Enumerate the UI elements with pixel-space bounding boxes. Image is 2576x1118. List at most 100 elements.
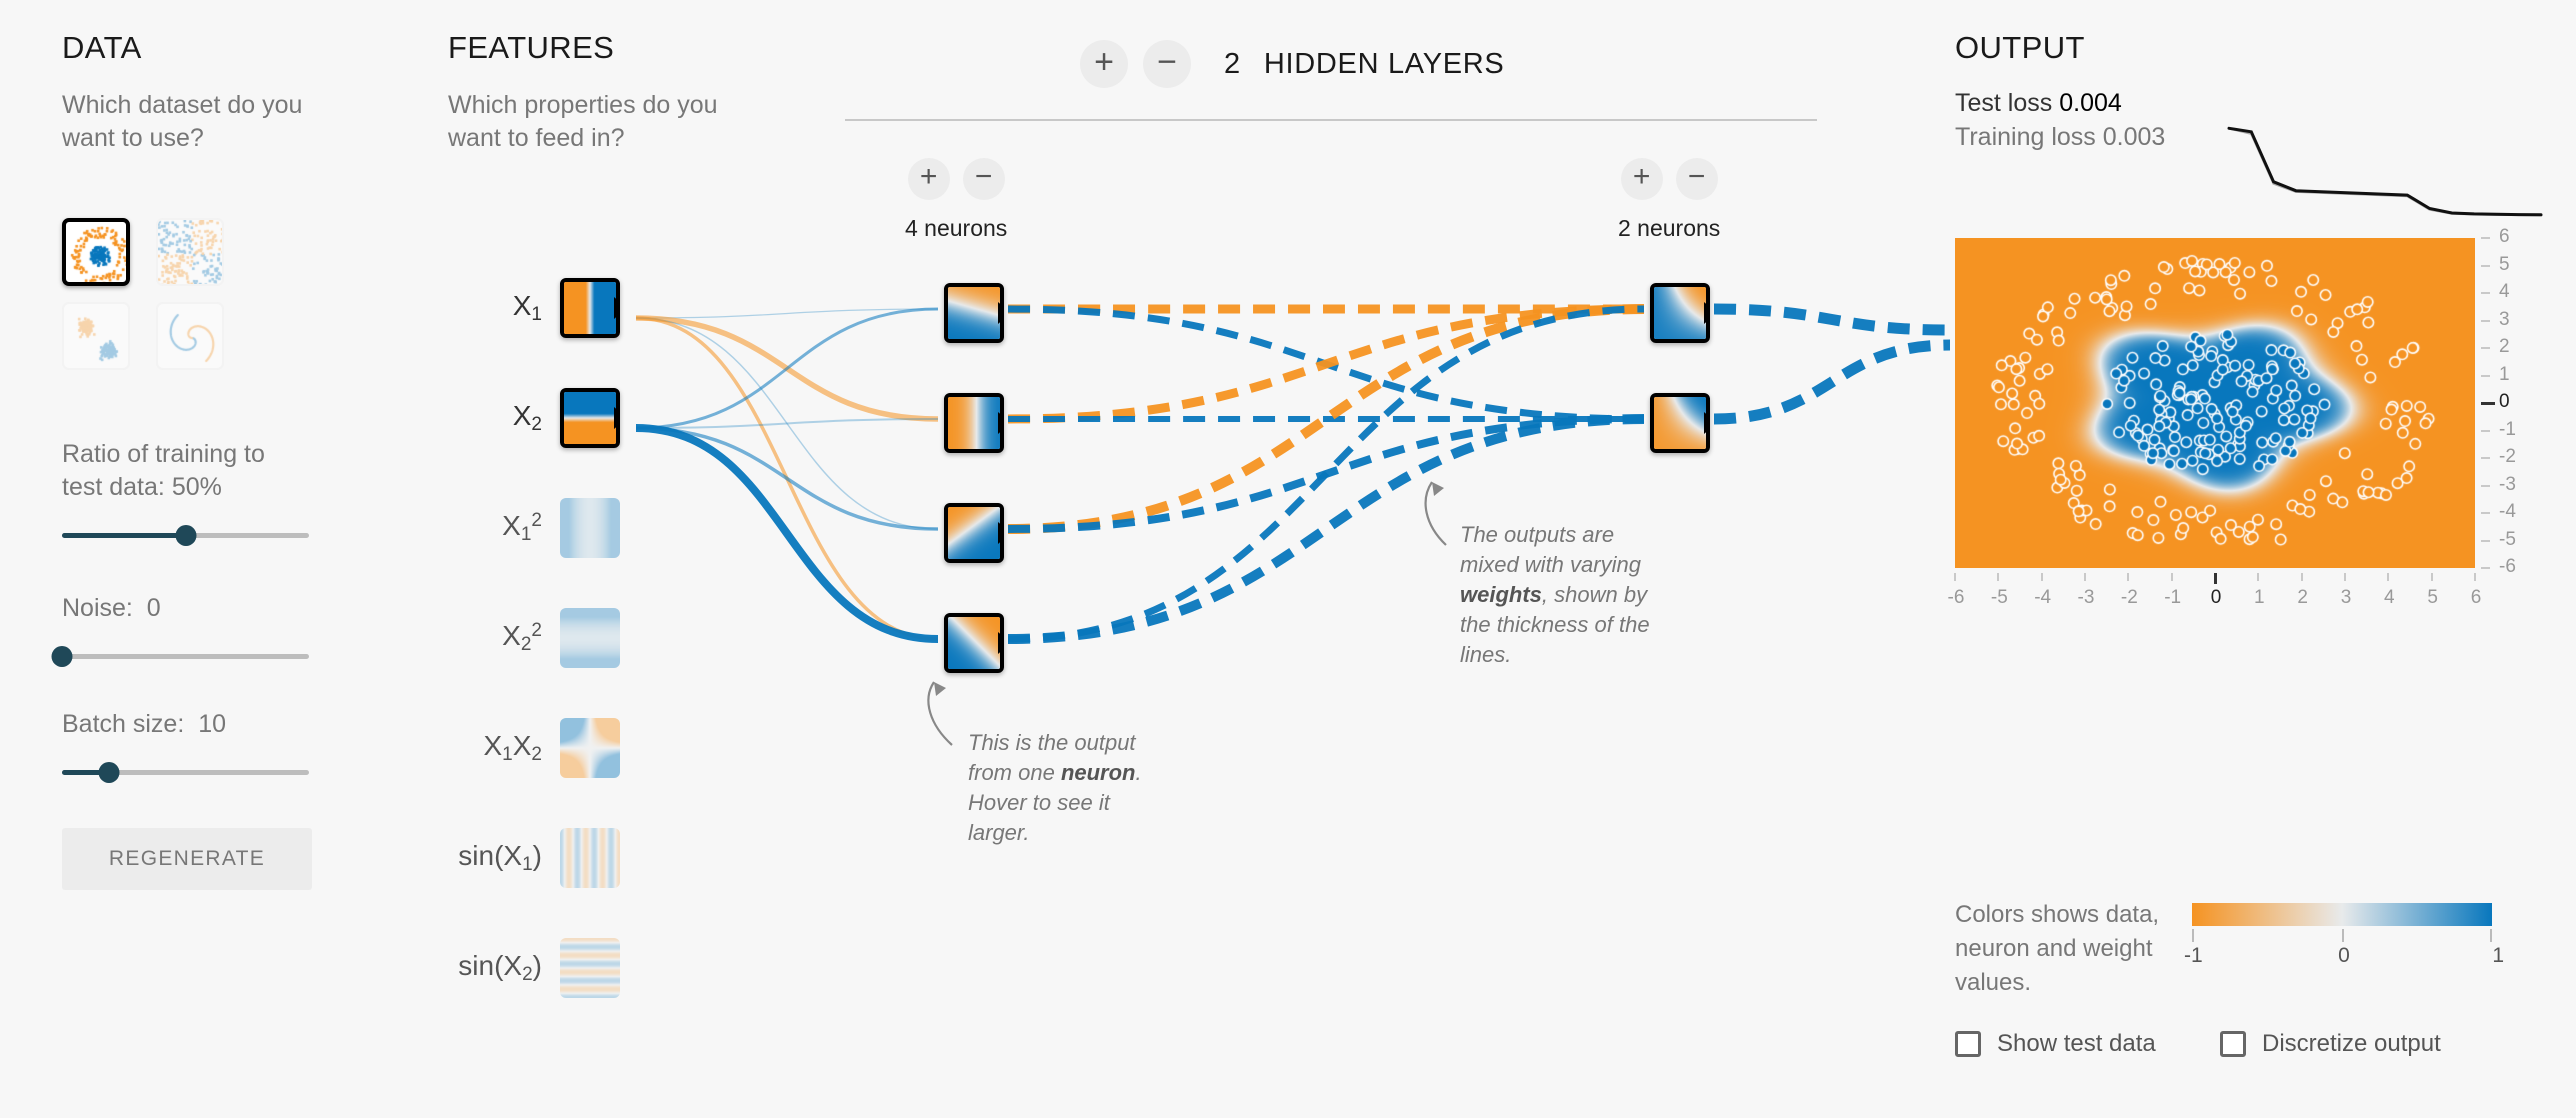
y-tickmark [2481,539,2490,542]
dataset-button-spiral[interactable] [156,302,224,370]
ratio-slider-knob[interactable] [175,525,196,546]
features-panel-title: FEATURES [448,30,615,65]
node-output-nub-icon [998,522,1000,544]
dataset-button-xor[interactable] [156,218,224,286]
y-tickmark [2481,484,2490,487]
show-test-data-checkbox[interactable] [1955,1031,1981,1057]
layer-1-control: + − 4 neurons [905,158,1007,242]
hidden-node-1-2[interactable] [944,393,1004,453]
feature-output-nub-icon [614,297,616,319]
x-tickmark [2300,573,2303,581]
hidden-node-2-2[interactable] [1650,393,1710,453]
feature-node-x1x2[interactable] [560,718,620,778]
y-axis-tick-label: 0 [2499,391,2510,412]
y-axis-tick-label: 1 [2499,363,2510,385]
ratio-value: 50% [171,473,222,501]
feature-node-sinx1[interactable] [560,828,620,888]
y-tickmark [2481,512,2490,514]
regenerate-button[interactable]: REGENERATE [62,828,312,890]
remove-neuron-layer-2-button[interactable]: − [1675,158,1718,200]
output-panel-title: OUTPUT [1955,30,2085,65]
feature-node-x2[interactable] [560,388,620,448]
hidden-layers-header: + − 2 HIDDEN LAYERS [1080,40,1504,88]
hidden-node-2-1[interactable] [1650,283,1710,343]
remove-layer-button[interactable]: − [1143,40,1191,88]
loss-curve-line [2227,126,2543,217]
batch-slider-fill [62,770,109,775]
y-axis-tick-label: -3 [2499,473,2516,495]
color-legend-bar [2192,903,2492,926]
feature-thumb-x2 [564,392,616,444]
add-layer-button[interactable]: + [1080,40,1128,88]
show-test-data-row[interactable]: Show test data [1955,1030,2156,1058]
network-link [635,424,939,643]
x-axis-tick-label: 3 [2340,587,2352,608]
minus-icon: − [974,160,993,193]
batch-slider-knob[interactable] [98,762,120,783]
plus-icon: + [1632,160,1651,193]
hidden-node-1-4[interactable] [944,613,1004,673]
show-test-data-label: Show test data [1997,1030,2156,1057]
feature-node-x1sq[interactable] [560,498,620,558]
discretize-output-row[interactable]: Discretize output [2220,1030,2441,1058]
output-heatmap[interactable] [1955,238,2475,568]
discretize-output-checkbox[interactable] [2220,1031,2246,1057]
noise-slider-knob[interactable] [51,646,73,667]
network-link [635,308,939,319]
hidden-node-1-1[interactable] [944,283,1004,343]
features-panel: FEATURES Which properties do you want to… [448,30,718,155]
batch-slider[interactable] [62,762,309,783]
feature-row-x2[interactable]: X2 [448,382,620,454]
network-link [635,315,939,422]
legend-tick-label: 1 [2492,944,2504,967]
noise-value: 0 [146,594,161,622]
batch-value: 10 [198,710,226,738]
remove-neuron-layer-1-button[interactable]: − [962,158,1005,200]
feature-thumb-x1 [564,282,616,334]
x-axis-tick-label: -4 [2034,587,2052,608]
noise-slider[interactable] [51,646,309,667]
hidden-layers-divider [845,119,1817,121]
y-tickmark [2481,374,2490,377]
annotation-arrow-icon [927,681,953,746]
x-tickmark [1997,573,2000,581]
feature-node-sinx2[interactable] [560,938,620,998]
hidden-node-1-3[interactable] [944,503,1004,563]
features-panel-subtitle: Which properties do you want to feed in? [448,91,718,152]
ratio-slider-fill [62,533,186,538]
add-neuron-layer-2-button[interactable]: + [1620,158,1663,200]
y-axis-tick-label: 2 [2499,336,2510,357]
feature-row-x1x2[interactable]: X1X2 [448,712,620,784]
x-axis-tick-label: -2 [2120,587,2138,608]
y-axis-tick-label: -4 [2499,501,2516,522]
y-axis-tick-label: -6 [2499,556,2516,577]
legend-description: Colors shows data, neuron and weight val… [1955,901,2160,996]
annotation-neuron: This is the output from one neuron. Hove… [968,730,1142,845]
annotation-arrowhead-icon [1432,482,1444,496]
batch-control: Batch size: 10 [62,708,312,783]
x-axis-tick-label: 1 [2254,587,2265,608]
legend-tick-label: -1 [2184,944,2203,967]
x-tickmark [2170,573,2173,581]
feature-row-sinx2[interactable]: sin(X2) [448,932,620,1004]
feature-node-x2sq[interactable] [560,608,620,668]
dataset-button-gauss[interactable] [62,302,130,370]
x-axis-tick-label: 2 [2297,587,2308,608]
feature-row-x1sq[interactable]: X12 [448,492,620,564]
x-tickmark [2040,573,2043,581]
add-neuron-layer-1-button[interactable]: + [907,158,950,200]
noise-slider-track [62,654,309,659]
feature-node-x1[interactable] [560,278,620,338]
batch-label: Batch size: 10 [62,710,226,738]
ratio-label: Ratio of training to test data: 50% [62,440,265,501]
y-tickmark [2481,457,2490,459]
ratio-slider[interactable] [62,525,309,546]
network-link [1007,415,1645,533]
feature-row-x1[interactable]: X1 [448,272,620,344]
hidden-layers-label: HIDDEN LAYERS [1263,47,1505,80]
output-panel: OUTPUT Test loss 0.004 Training loss 0.0… [1955,30,2535,154]
feature-row-x2sq[interactable]: X22 [448,602,620,674]
data-panel-title: DATA [62,30,142,65]
dataset-button-circle[interactable] [62,218,130,286]
feature-row-sinx1[interactable]: sin(X1) [448,822,620,894]
